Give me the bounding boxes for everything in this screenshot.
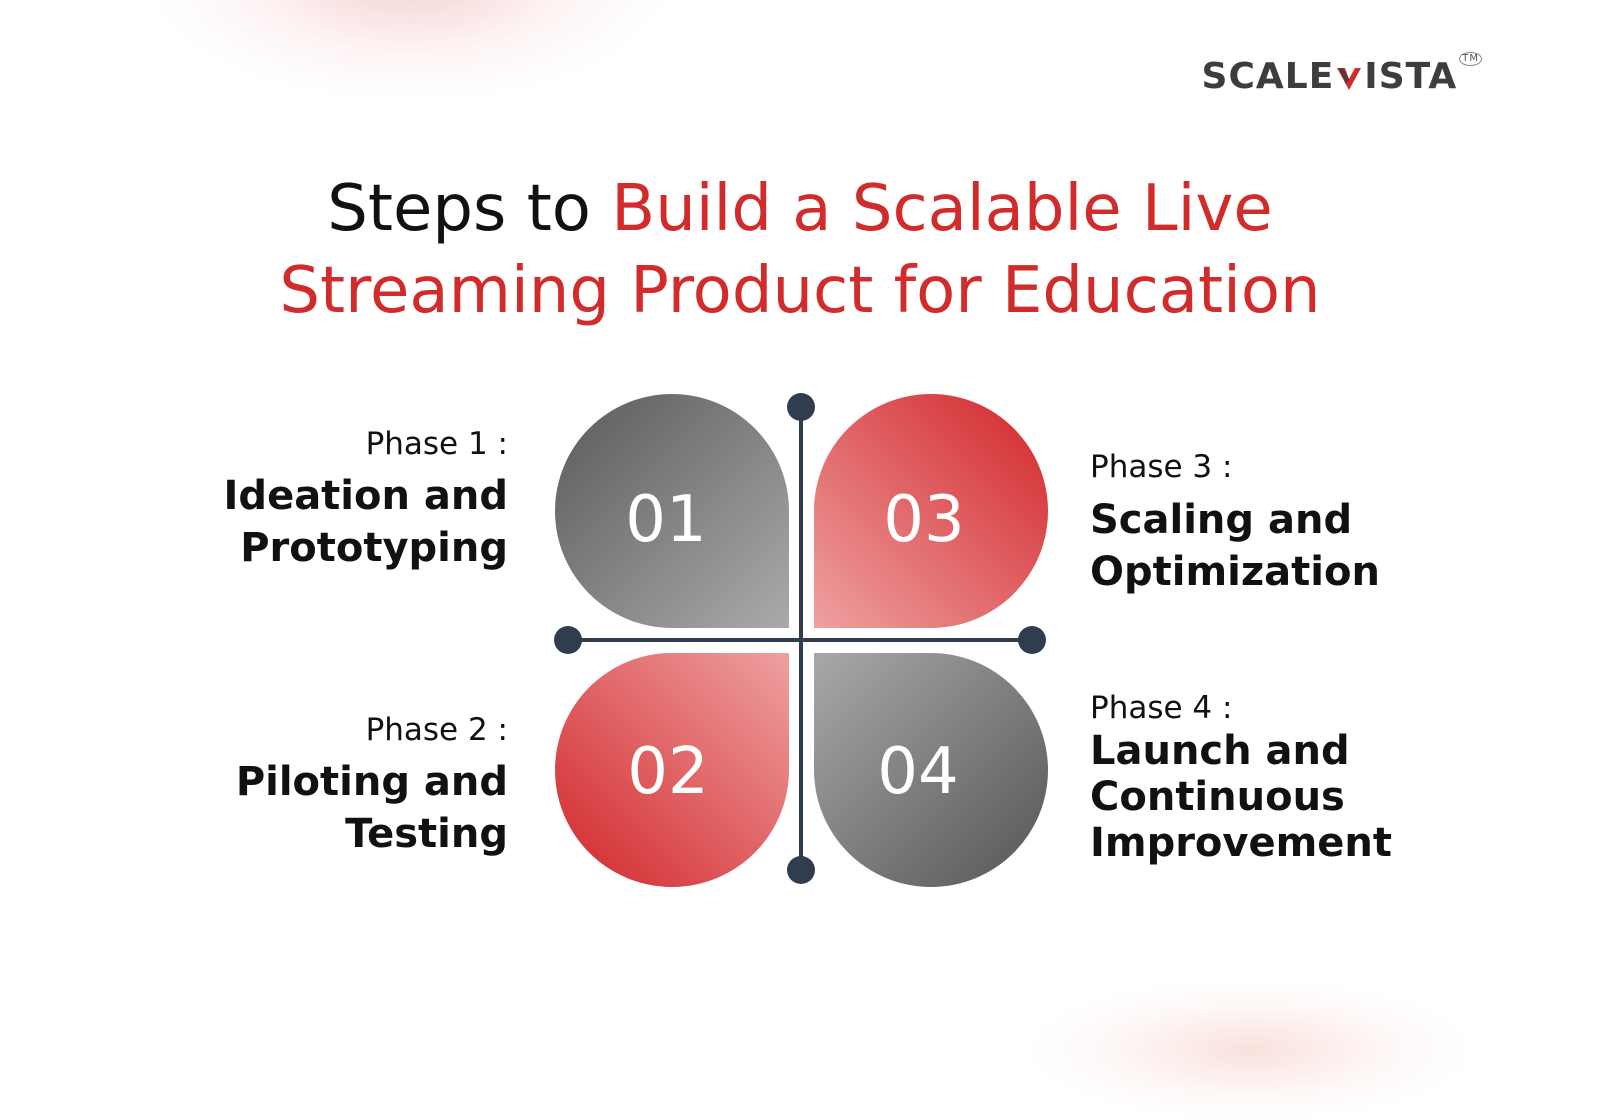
- brand-logo: SCALE ISTA TM: [1201, 52, 1482, 97]
- title-accent-line-2: Streaming Product for Education: [279, 254, 1321, 328]
- axis-dot-top: [787, 393, 815, 421]
- petal-phase-1: [555, 394, 789, 628]
- phase-1-number: 01: [625, 483, 706, 557]
- phase-4-number: 04: [877, 735, 958, 809]
- phase-4-title-line-1: Launch and: [1090, 728, 1350, 774]
- phase-2-title-line-2: Testing: [345, 811, 508, 857]
- phase-4-title-line-2: Continuous: [1090, 774, 1345, 820]
- page-title: Steps to Build a Scalable Live Streaming…: [0, 168, 1600, 332]
- title-prefix: Steps to: [327, 172, 612, 246]
- phase-2-number: 02: [627, 735, 708, 809]
- title-accent-line-1: Build a Scalable Live: [611, 172, 1273, 246]
- phase-2-title: Piloting and Testing: [236, 756, 508, 860]
- phase-3-title-line-2: Optimization: [1090, 549, 1380, 595]
- phase-2-title-line-1: Piloting and: [235, 759, 508, 805]
- phase-4-title-line-3: Improvement: [1090, 820, 1393, 866]
- phase-1-label: Phase 1 :: [365, 426, 508, 462]
- axis-dot-bottom: [787, 856, 815, 884]
- brand-name-left: SCALE: [1201, 56, 1335, 97]
- phase-1-title: Ideation and Prototyping: [224, 470, 508, 574]
- phase-4-title: Launch and Continuous Improvement: [1090, 728, 1392, 866]
- phase-3-number: 03: [883, 483, 964, 557]
- trademark-symbol: TM: [1459, 52, 1482, 66]
- brand-name-right: ISTA: [1364, 56, 1458, 97]
- petal-phase-4: [814, 653, 1048, 887]
- phase-3-title: Scaling and Optimization: [1090, 494, 1380, 598]
- title-line-1: Steps to Build a Scalable Live: [0, 168, 1600, 250]
- phase-1-title-line-1: Ideation and: [223, 473, 508, 519]
- phase-3-label: Phase 3 :: [1090, 449, 1233, 485]
- phase-2-label: Phase 2 :: [365, 712, 508, 748]
- petal-phase-3: [814, 394, 1048, 628]
- phase-4-label: Phase 4 :: [1090, 690, 1233, 726]
- phase-3-title-line-1: Scaling and: [1090, 497, 1353, 543]
- petal-phase-2: [555, 653, 789, 887]
- v-check-logo-mark-icon: [1337, 67, 1362, 90]
- phase-quadrant-diagram: 01 03 02 04: [554, 393, 1048, 887]
- axis-dot-left: [554, 626, 582, 654]
- axis-dot-right: [1018, 626, 1046, 654]
- phase-1-title-line-2: Prototyping: [240, 525, 508, 571]
